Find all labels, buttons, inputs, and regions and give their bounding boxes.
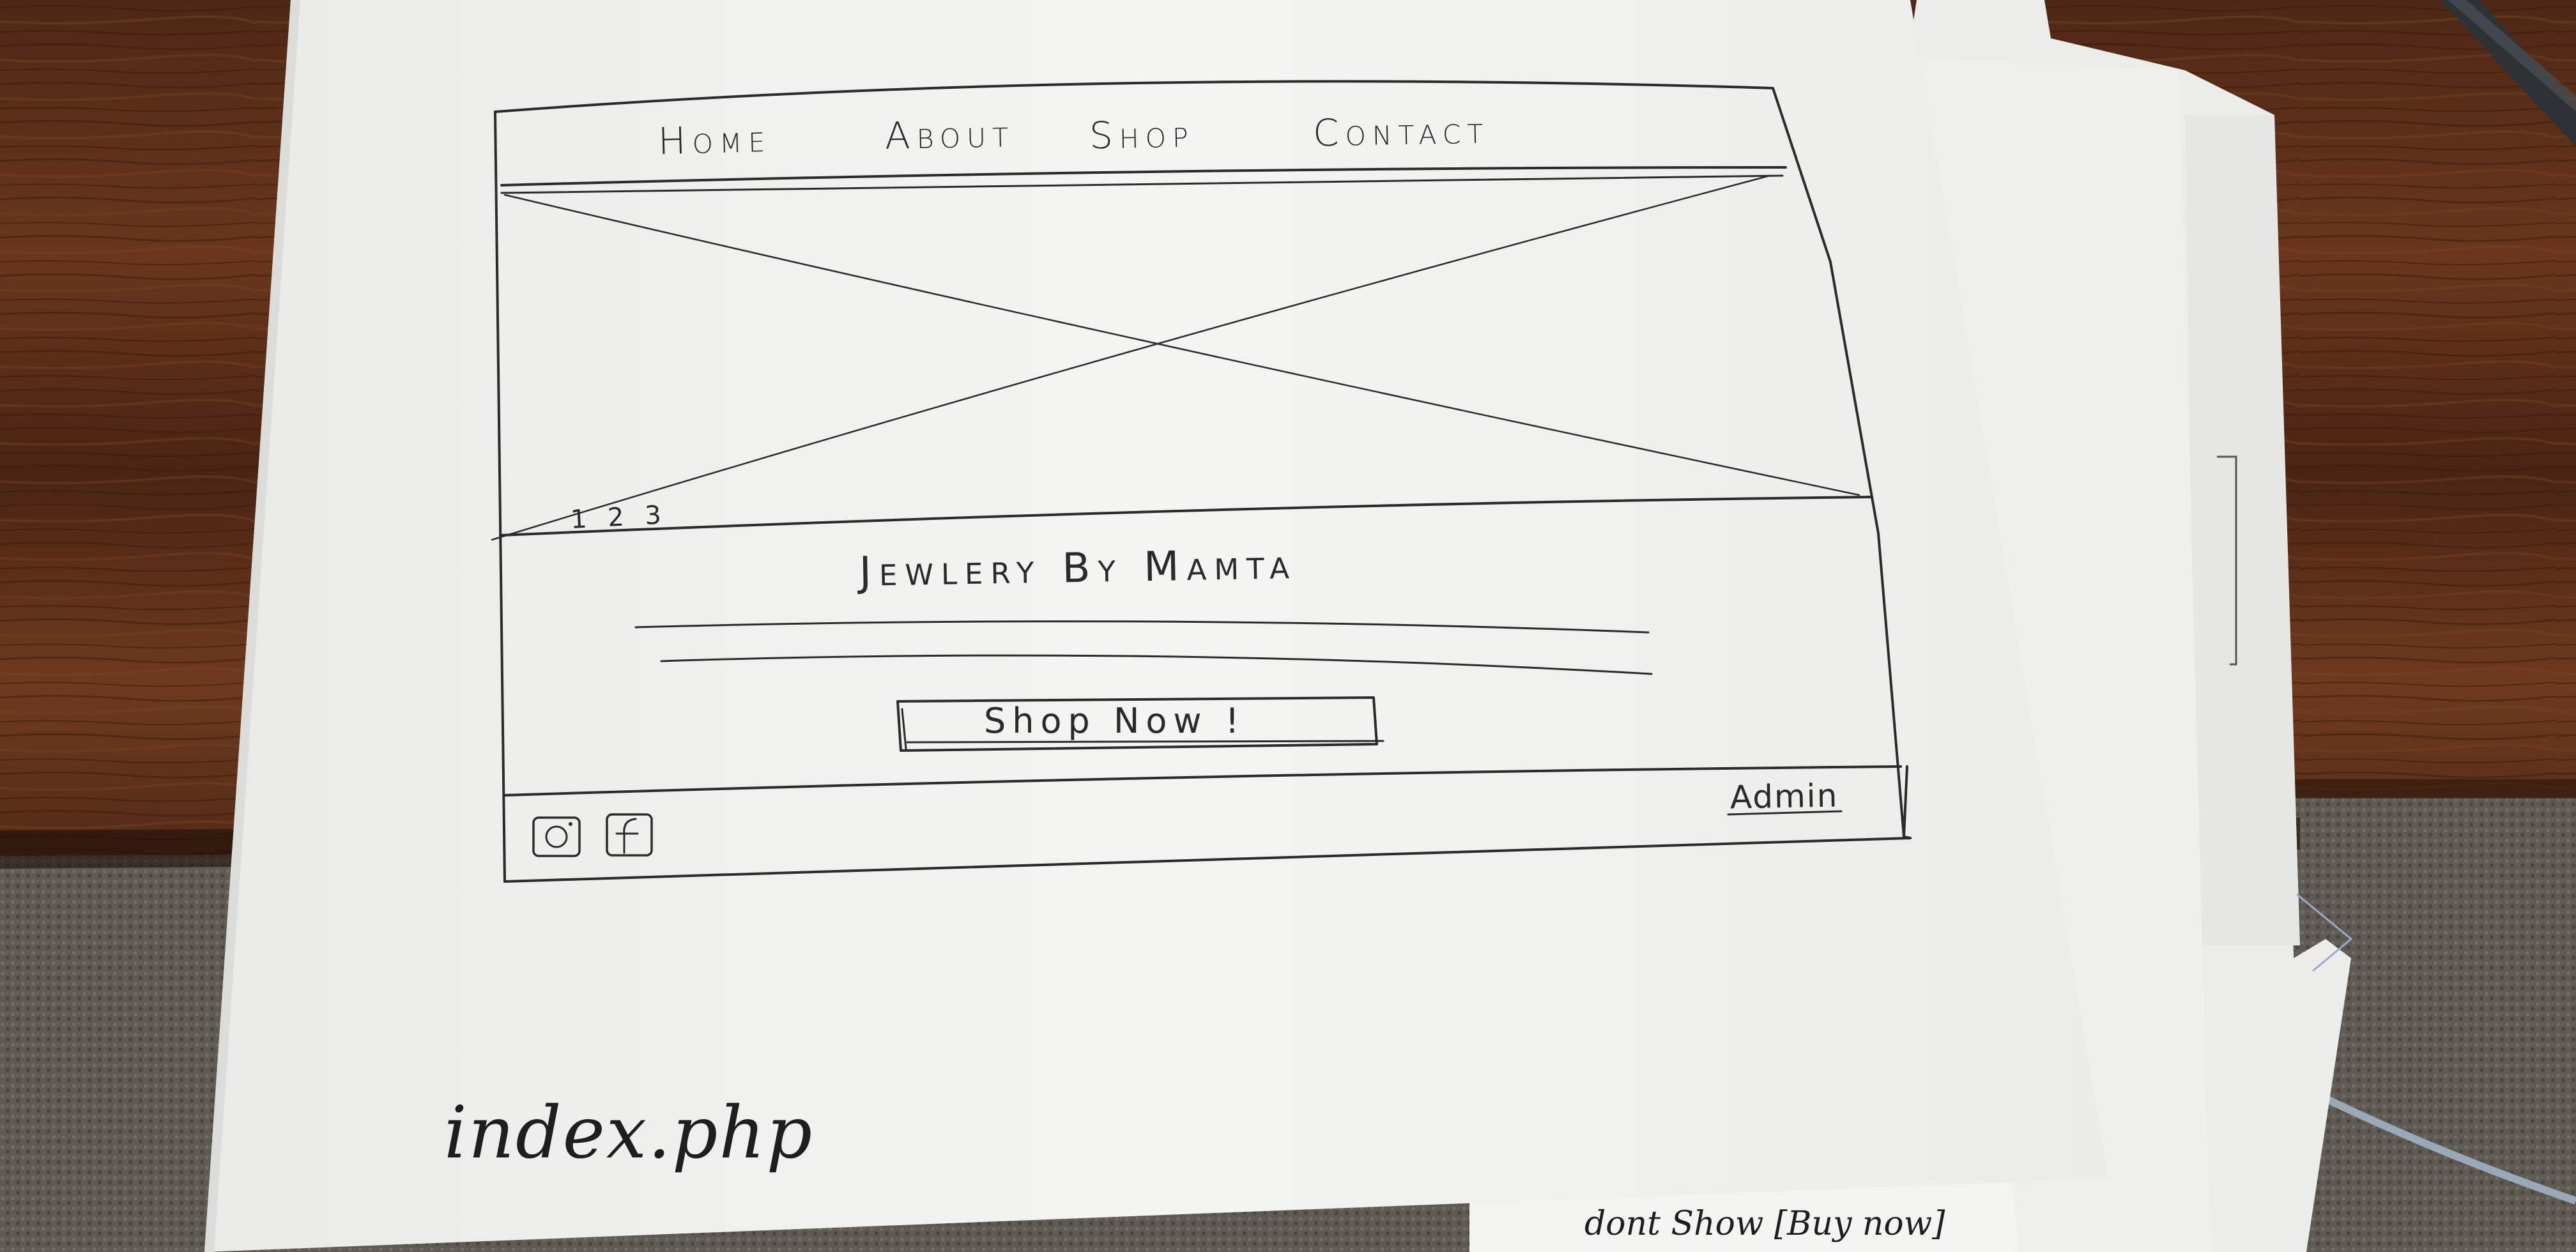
shop-now-label: Shop Now ! — [984, 701, 1246, 741]
brand-title: Jewlery By Mamta — [859, 541, 1298, 596]
carousel-indicator[interactable]: 1 2 3 — [569, 500, 668, 535]
nav-contact[interactable]: Contact — [1312, 108, 1490, 155]
nav-about[interactable]: About — [884, 112, 1015, 158]
nav-home[interactable]: Home — [657, 116, 772, 164]
nav-shop[interactable]: Shop — [1089, 112, 1195, 158]
margin-note: dont Show [Buy now] — [1584, 1205, 1945, 1243]
shop-now-button[interactable]: Shop Now ! — [902, 700, 1375, 747]
facebook-icon[interactable] — [607, 814, 652, 855]
hero-image-placeholder — [505, 195, 1846, 527]
instagram-icon[interactable] — [533, 818, 579, 856]
page-filename: index.php — [444, 1092, 814, 1175]
admin-link[interactable]: Admin — [1729, 777, 1839, 816]
